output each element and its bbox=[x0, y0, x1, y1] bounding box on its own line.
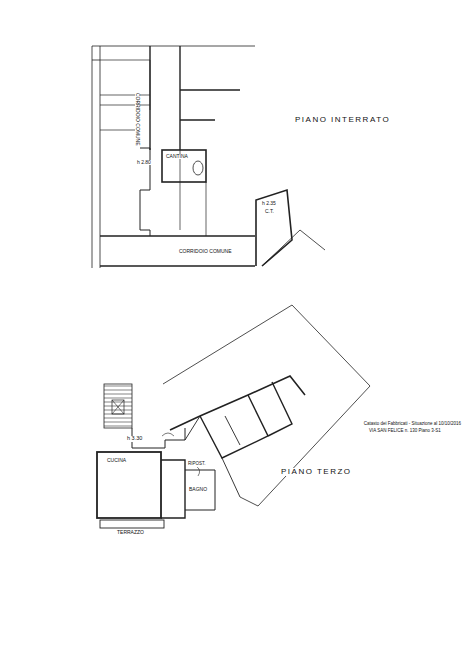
level-title: PIANO INTERRATO bbox=[294, 116, 391, 124]
room-label: C.T. bbox=[264, 209, 275, 214]
height-label: h 2.80 bbox=[136, 160, 152, 165]
room-label: CUCINA bbox=[106, 458, 127, 463]
room-label: RIPOST. bbox=[187, 462, 207, 467]
room-label: TERRAZZO bbox=[116, 530, 145, 535]
level-title: PIANO TERZO bbox=[280, 468, 353, 476]
room-label: CORRIDOIO COMUNE bbox=[178, 249, 233, 254]
room-label: CORRIDOIO COMUNE bbox=[135, 92, 140, 147]
room-label: BAGNO bbox=[188, 487, 208, 492]
cadastral-stamp: VIA SAN FELICE n. 130 Piano 3-S1 bbox=[368, 429, 442, 434]
room-label: CANTINA bbox=[165, 154, 189, 159]
cadastral-stamp: Catasto dei Fabbricati - Situazione al 1… bbox=[363, 422, 462, 427]
height-label: h 2.35 bbox=[261, 201, 277, 206]
height-label: h 3.30 bbox=[126, 436, 143, 442]
